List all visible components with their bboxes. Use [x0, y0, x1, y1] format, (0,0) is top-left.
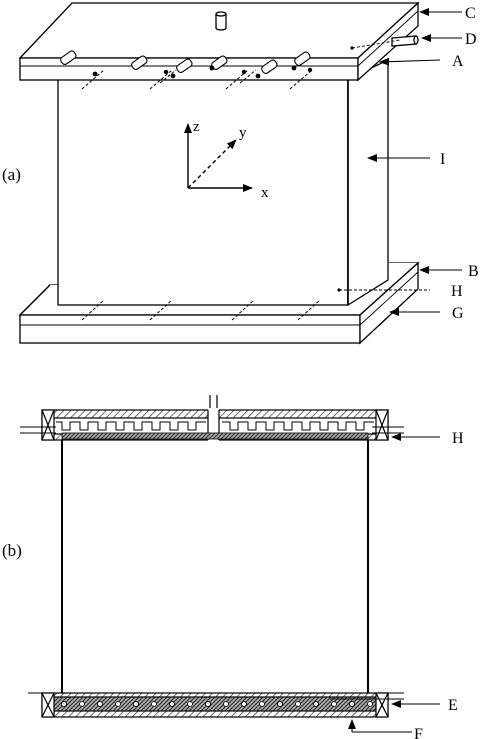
top-electrode-strip: [61, 432, 369, 440]
cell-body: [57, 58, 389, 307]
label-e: E: [448, 697, 458, 714]
top-dots: [92, 46, 354, 79]
label-a: A: [452, 53, 464, 70]
panel-a-label: (a): [2, 165, 21, 184]
coordinate-axes: [184, 123, 253, 192]
label-arrows-a: [367, 8, 462, 316]
axis-label-y: y: [239, 125, 247, 141]
label-c: C: [465, 5, 476, 22]
axis-label-z: z: [193, 119, 200, 135]
top-channel-wave: [56, 421, 374, 431]
panel-b-drawing: [20, 395, 440, 733]
label-arrows-b: [348, 433, 440, 733]
label-i: I: [440, 151, 445, 168]
column-walls: [61, 440, 369, 693]
label-g: G: [452, 305, 464, 322]
bottom-side-pipes: [28, 692, 404, 700]
top-dashed-channels: [81, 69, 313, 90]
bottom-particles: [61, 701, 373, 707]
label-b: B: [468, 263, 479, 280]
label-h-a: H: [451, 283, 463, 300]
side-tube-d: [391, 35, 419, 47]
label-f: F: [414, 726, 423, 739]
axis-label-x: x: [261, 185, 269, 201]
top-outlet-tube: [215, 11, 227, 31]
panel-b-label: (b): [2, 541, 22, 560]
panel-a-drawing: [18, 1, 462, 345]
top-inlet-nozzles: [60, 50, 311, 74]
label-h-b: H: [452, 430, 464, 447]
label-d: D: [465, 31, 477, 48]
